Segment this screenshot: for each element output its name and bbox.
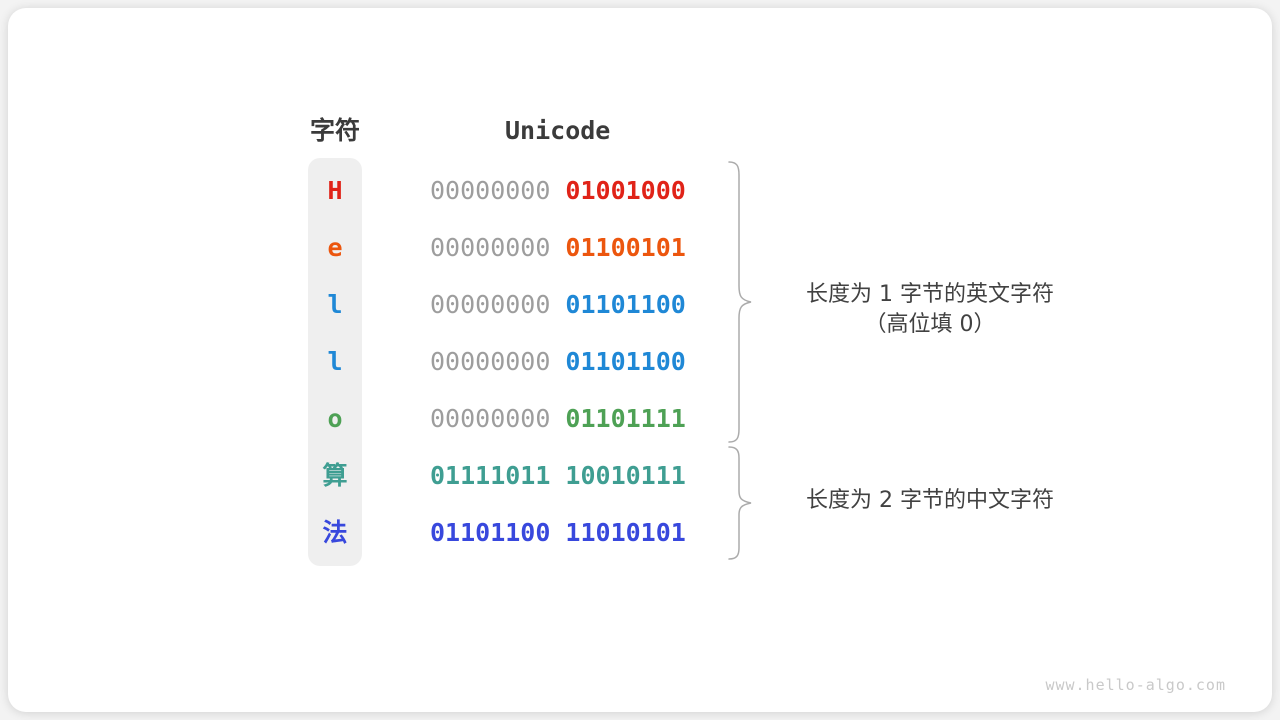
annotation-english-chars: 长度为 1 字节的英文字符 （高位填 0） xyxy=(740,280,1120,340)
character-cell: o xyxy=(327,404,343,433)
unicode-binary-row: 01101100 11010101 xyxy=(430,505,686,561)
unicode-binary-row: 00000000 01100101 xyxy=(430,220,686,276)
unicode-binary-row: 01111011 10010111 xyxy=(430,448,686,504)
low-byte: 10010111 xyxy=(565,461,686,490)
high-byte: 00000000 xyxy=(430,347,551,376)
low-byte: 01100101 xyxy=(565,233,686,262)
character-cell: H xyxy=(327,176,343,205)
column-header-character: 字符 xyxy=(309,116,360,145)
brace-chinese-group xyxy=(728,446,752,560)
character-column-background xyxy=(308,158,362,566)
annotation-line: （高位填 0） xyxy=(864,312,996,337)
high-byte: 00000000 xyxy=(430,176,551,205)
watermark-url: www.hello-algo.com xyxy=(1045,676,1226,694)
high-byte: 00000000 xyxy=(430,290,551,319)
character-cell: l xyxy=(327,347,343,376)
high-byte: 01101100 xyxy=(430,518,551,547)
annotation-chinese-chars: 长度为 2 字节的中文字符 xyxy=(740,486,1120,516)
unicode-binary-row: 00000000 01001000 xyxy=(430,163,686,219)
character-cell: e xyxy=(327,233,343,262)
low-byte: 01101100 xyxy=(565,290,686,319)
high-byte: 00000000 xyxy=(430,233,551,262)
high-byte: 01111011 xyxy=(430,461,551,490)
figure-card xyxy=(8,8,1272,712)
annotation-line: 长度为 1 字节的英文字符 xyxy=(806,282,1054,307)
character-cell: l xyxy=(327,290,343,319)
brace-english-group xyxy=(728,161,752,443)
column-header-unicode: Unicode xyxy=(505,116,611,145)
low-byte: 01101111 xyxy=(565,404,686,433)
low-byte: 01101100 xyxy=(565,347,686,376)
unicode-binary-row: 00000000 01101100 xyxy=(430,277,686,333)
annotation-line: 长度为 2 字节的中文字符 xyxy=(806,488,1054,513)
character-cell: 算 xyxy=(322,461,348,490)
unicode-binary-row: 00000000 01101111 xyxy=(430,391,686,447)
high-byte: 00000000 xyxy=(430,404,551,433)
low-byte: 11010101 xyxy=(565,518,686,547)
unicode-binary-row: 00000000 01101100 xyxy=(430,334,686,390)
low-byte: 01001000 xyxy=(565,176,686,205)
character-cell: 法 xyxy=(322,518,348,547)
